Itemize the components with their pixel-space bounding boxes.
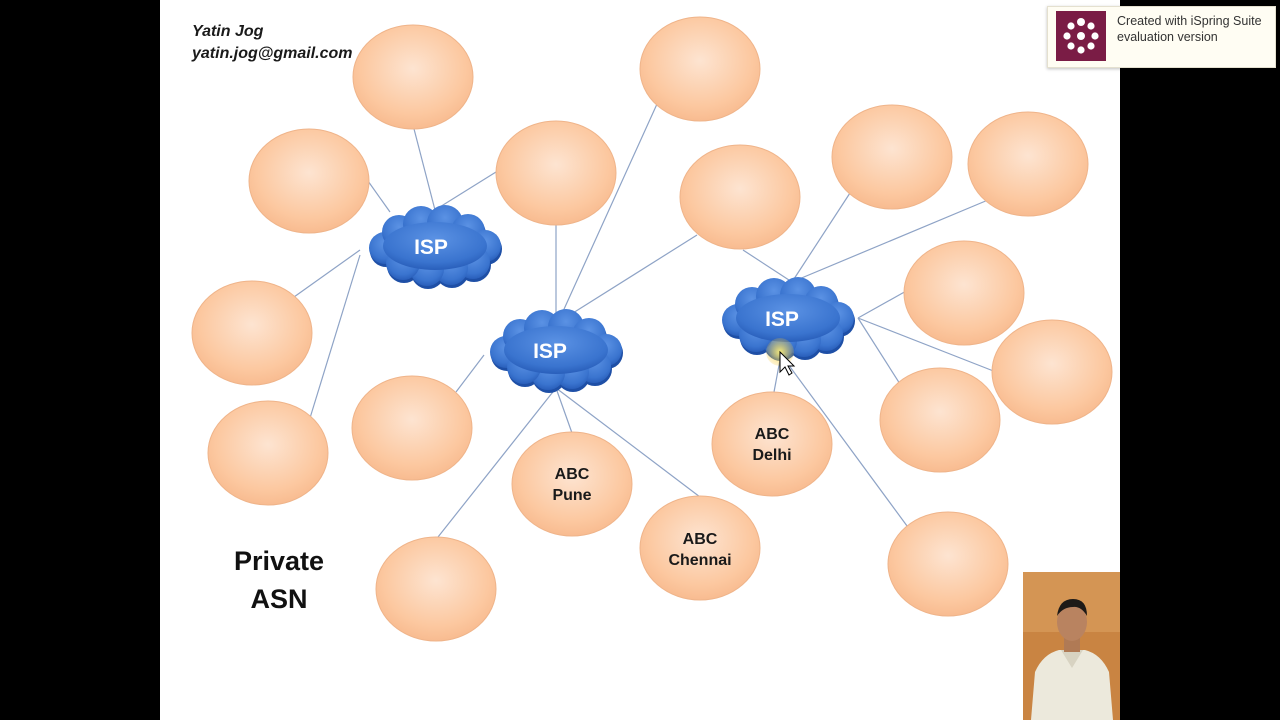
node [967,111,1089,217]
nodes [191,16,1113,642]
mouse-cursor-icon [766,338,796,376]
node [191,280,313,386]
presenter-video-thumbnail [1023,572,1120,720]
node [248,128,370,234]
connector [791,199,989,283]
node [879,367,1001,473]
node [352,24,474,130]
node [903,240,1025,346]
network-diagram: ABC Pune ABC Chennai ABC Delhi ISP ISP I… [191,16,1113,642]
connector [293,249,361,298]
isp-cloud-left: ISP [369,205,502,289]
node-abc-chennai-label-line1: ABC [683,531,718,548]
connector [742,249,793,283]
connector [434,171,497,211]
node-abc-chennai [639,495,761,601]
connector [857,317,997,373]
author-credit: Yatin Jog yatin.jog@gmail.com [192,21,353,65]
connector [455,354,485,393]
connector [437,387,557,538]
ispring-logo-icon [1056,11,1106,61]
node [639,16,761,122]
slide: ABC Pune ABC Chennai ABC Delhi ISP ISP I… [160,0,1120,720]
node [831,104,953,210]
author-name: Yatin Jog [192,23,264,40]
node-abc-delhi-label-line2: Delhi [752,447,791,464]
caption-line1: Private [233,546,325,576]
node-abc-pune [511,431,633,537]
private-asn-caption: Private ASN [224,542,334,618]
ispring-watermark: Created with iSpring Suite evaluation ve… [1047,6,1276,68]
node-abc-delhi [711,391,833,497]
ispring-watermark-text: Created with iSpring Suite evaluation ve… [1117,14,1262,44]
node [207,400,329,506]
isp-label: ISP [414,236,448,259]
node-abc-delhi-label-line1: ABC [755,426,790,443]
connector [412,124,436,211]
node [375,536,497,642]
connector [555,387,701,498]
author-email: yatin.jog@gmail.com [192,45,353,62]
isp-cloud-right: ISP [722,277,855,361]
node [991,319,1113,425]
connectors [293,103,997,538]
connector [309,254,361,419]
node [679,144,801,250]
connector [784,359,911,531]
node [495,120,617,226]
connector [555,387,573,434]
node-abc-pune-label-line1: ABC [555,466,590,483]
isp-cloud-center: ISP [490,309,623,393]
node [351,375,473,481]
caption-line2: ASN [250,584,308,614]
connector [857,289,909,319]
connector [564,234,698,319]
connector [367,180,391,213]
node-abc-chennai-label-line2: Chennai [668,552,731,569]
node [887,511,1009,617]
isp-label: ISP [533,340,567,363]
connector [857,317,901,385]
isp-label: ISP [765,308,799,331]
connector [791,192,851,283]
node-abc-pune-label-line2: Pune [552,487,591,504]
connector [559,103,658,319]
